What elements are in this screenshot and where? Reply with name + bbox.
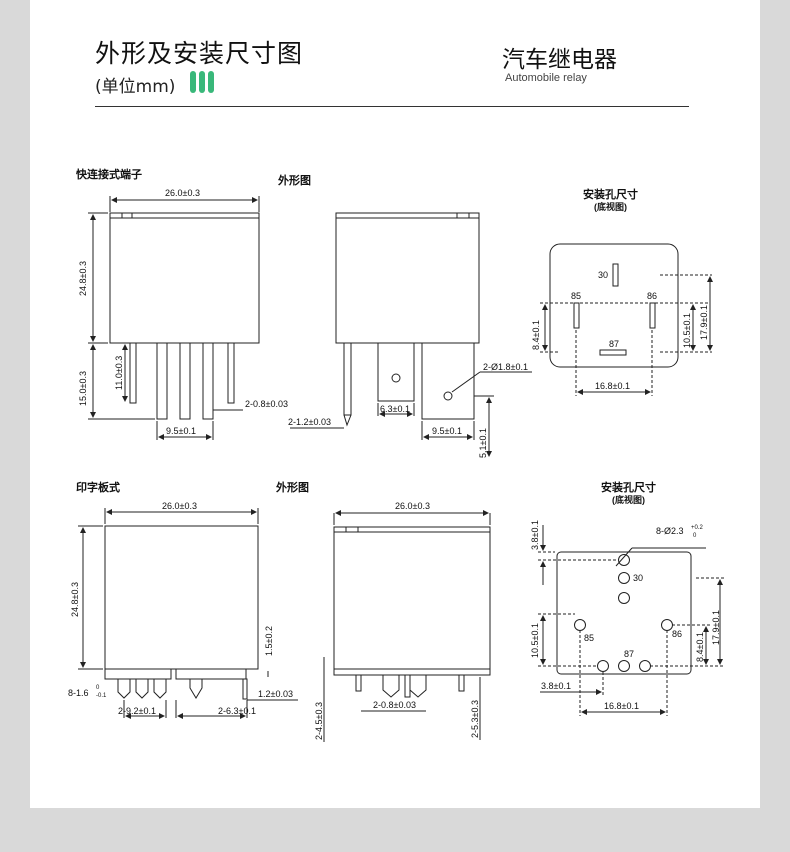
qc-hole-v3: 17.9±0.1 [699,305,709,340]
pcb-pin-85: 85 [584,633,594,643]
pcb-front-pin [242,678,248,700]
pcb-standoff-dim: 1.5±0.2 [264,626,274,656]
qc-side-tab [377,342,415,402]
qc-pinw-dim: 2-1.2±0.03 [288,417,331,427]
pcb-pinb-dim: 1.2±0.03 [258,689,293,699]
qc-pin-30: 30 [598,270,608,280]
pcb-pin-86: 86 [672,629,682,639]
qc-outline-label: 外形图 [277,173,311,187]
qc-slot-85 [573,302,580,329]
pcb-hole [618,572,630,584]
pcb-hole [618,660,630,672]
qc-slot-30 [612,263,619,287]
pcb-hole-sub: (底视图) [612,494,645,505]
qc-hole-label: 安装孔尺寸 [583,187,638,201]
pcb-pina-tol-bot: -0.1 [96,693,107,699]
pcb-holev1-dim: 8.4±0.1 [695,632,705,662]
header-divider [95,106,689,107]
pcb-side-body [333,526,491,670]
pcb-pitchb-dim: 2-6.3±0.1 [218,706,256,716]
qc-hole-v1: 8.4±0.1 [531,320,541,350]
qc-front-notch [121,212,133,219]
pcb-hole [574,619,586,631]
pcb-pinlen-dim: 2-4.5±0.3 [314,702,324,740]
qc-front-body [109,212,260,344]
pcb-front-pin [189,679,203,699]
qc-hole-sub: (底视图) [594,201,627,212]
pcb-width-dim: 26.0±0.3 [162,501,197,511]
pcb-section-label: 印字板式 [76,480,120,494]
qc-holedia-dim: 2-Ø1.8±0.1 [483,362,528,372]
qc-front-pin [227,342,235,404]
pcb-pinlen2-dim: 2-5.3±0.3 [470,700,480,738]
qc-height-dim: 24.8±0.3 [78,261,88,296]
qc-slot-87 [599,349,627,356]
qc-side-body [335,212,480,344]
qc-pinlen2-dim: 11.0±0.3 [114,356,124,390]
qc-pinthk-dim: 2-0.8±0.03 [245,399,288,409]
qc-pin-85: 85 [571,291,581,301]
pcb-front-base [104,668,172,680]
pcb-hole [618,592,630,604]
qc-hole-v2: 10.5±0.1 [682,313,692,348]
pcb-front-pin [153,679,167,699]
pcb-front-pin [135,679,149,699]
qc-front-pin [156,342,168,420]
qc-front-pin [179,342,191,420]
qc-side-pin [343,342,352,416]
qc-front-pin [129,342,137,404]
qc-bottom-body [549,243,679,368]
pcb-outline-label: 外形图 [275,480,309,494]
qc-front-pin [202,342,214,420]
pcb-height-dim: 24.8±0.3 [70,582,80,617]
pcb-hole-label: 安装孔尺寸 [601,480,656,494]
accent-bars-icon [190,71,214,93]
pcb-pina-dim: 8-1.6 [68,688,89,698]
qc-section-label: 快连接式端子 [75,167,142,181]
qc-pitch2-dim: 9.5±0.1 [432,426,462,436]
drawing-sheet [30,0,760,808]
pcb-hole [661,619,673,631]
qc-pin-87: 87 [609,339,619,349]
pcb-holedia-tol-top: +0.2 [691,525,704,531]
qc-pinlen-dim: 15.0±0.3 [78,371,88,406]
product-title: 汽车继电器 [502,47,617,73]
page-title: 外形及安装尺寸图 [95,39,304,68]
unit-note: (单位mm) [95,77,176,97]
pcb-side-base [333,668,491,676]
qc-offset-dim: 5.1±0.1 [478,428,488,458]
qc-pitch-dim: 9.5±0.1 [166,426,196,436]
pcb-pina-tol-top: 0 [96,685,100,691]
qc-side-tab [421,342,475,420]
pcb-hole [618,554,630,566]
qc-tabw-dim: 6.3±0.1 [380,404,410,414]
pcb-side-pin [355,674,362,692]
pcb-front-pin [117,679,131,699]
pcb-holev2-dim: 10.5±0.1 [530,623,540,658]
pcb-holeh-dim: 16.8±0.1 [604,701,639,711]
pcb-side-pin [458,674,465,692]
pcb-pin-30: 30 [633,573,643,583]
pcb-hole [639,660,651,672]
pcb-pin-87: 87 [624,649,634,659]
product-subtitle: Automobile relay [505,72,587,84]
pcb-pitcha-dim: 2-9.2±0.1 [118,706,156,716]
qc-width-dim: 26.0±0.3 [165,188,200,198]
qc-pin-86: 86 [647,291,657,301]
pcb-bottom-body [556,551,692,675]
pcb-holedia-dim: 8-Ø2.3 [656,526,684,536]
pcb-holev3-dim: 17.9±0.1 [711,610,721,645]
pcb-holedia-tol-bot: 0 [693,533,697,539]
pcb-front-base [175,668,247,680]
pcb-width2-dim: 26.0±0.3 [395,501,430,511]
pcb-leftoff-dim: 3.8±0.1 [541,681,571,691]
pcb-front-body [104,525,259,670]
qc-hole-h: 16.8±0.1 [595,381,630,391]
pcb-hole [597,660,609,672]
qc-slot-86 [649,302,656,329]
pcb-pinthk-dim: 2-0.8±0.03 [373,700,416,710]
pcb-topoff-dim: 3.8±0.1 [530,520,540,550]
